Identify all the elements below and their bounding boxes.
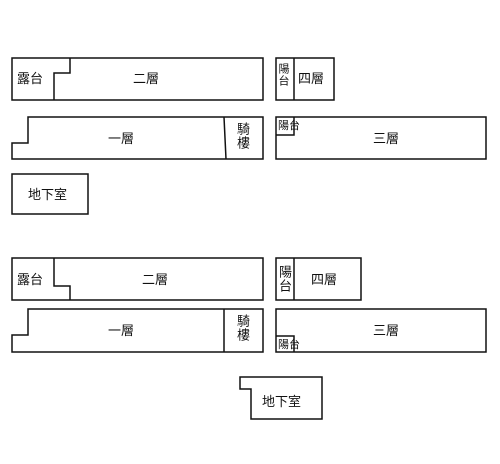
set-a-basement-plan [11, 173, 89, 215]
set-b-floor4-plan [275, 257, 362, 301]
set-a-floor2-terrace-label: 露台 [17, 72, 44, 87]
set-b-basement-plan [239, 376, 323, 420]
set-a-floor2-plan [11, 57, 264, 101]
set-a-floor3-plan [275, 116, 487, 160]
set-a-floor3-label: 三層 [373, 132, 400, 147]
set-a-floor1-arcade-label: 騎樓 [234, 122, 249, 150]
set-b-floor1-plan [11, 308, 264, 353]
set-b-floor4-balcony-label: 陽台 [276, 265, 291, 293]
set-a-floor2-label: 二層 [133, 72, 160, 87]
set-b-floor3-label: 三層 [373, 324, 400, 339]
set-b-basement-label: 地下室 [262, 395, 302, 410]
set-a-floor3-balcony-label: 陽台 [278, 119, 300, 132]
set-a-floor4-balcony-label: 陽台 [277, 63, 290, 87]
set-b-floor2-plan [11, 257, 264, 301]
set-b-floor1-label: 一層 [108, 324, 135, 339]
set-a-floor1-plan [11, 116, 264, 160]
set-a-floor4-plan [275, 57, 335, 101]
set-a-floor4-label: 四層 [298, 72, 325, 87]
set-a-floor1-label: 一層 [108, 132, 135, 147]
set-b-floor2-label: 二層 [142, 273, 169, 288]
set-b-floor2-terrace-label: 露台 [17, 273, 44, 288]
set-a-basement-label: 地下室 [28, 188, 68, 203]
set-b-floor3-plan [275, 308, 487, 353]
set-b-floor4-label: 四層 [311, 273, 338, 288]
set-b-floor1-arcade-label: 騎樓 [234, 314, 249, 342]
set-b-floor3-balcony-label: 陽台 [278, 338, 300, 351]
